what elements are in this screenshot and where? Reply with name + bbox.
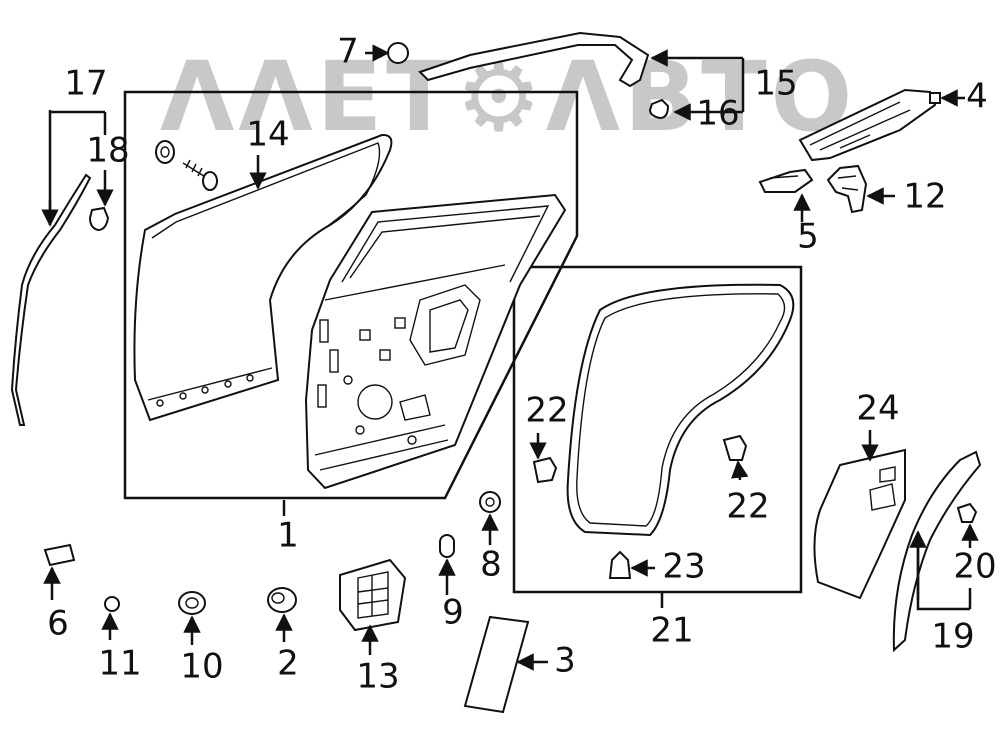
callout-9: 9 [442, 593, 464, 633]
trim-part-15 [418, 31, 650, 88]
callout-1: 1 [277, 516, 299, 556]
frame-part-19 [892, 450, 982, 653]
callout-22b: 22 [726, 487, 769, 527]
clip-part-22a [532, 456, 558, 484]
clip-part-16 [648, 98, 670, 120]
door-seal-part-14 [133, 133, 393, 422]
clip-part-20 [956, 502, 978, 523]
bracket-part-12 [826, 164, 868, 214]
callout-8: 8 [480, 545, 502, 585]
callout-21: 21 [650, 611, 693, 651]
leader-lines [41, 44, 979, 671]
callout-labels: 7 14 17 18 15 16 4 12 5 1 22 22 23 21 24… [47, 32, 996, 697]
callout-24: 24 [856, 389, 899, 429]
callout-23: 23 [662, 547, 705, 587]
door-shell-part-1 [304, 193, 567, 490]
rod-part-5 [758, 168, 814, 193]
plug-part-11 [104, 596, 120, 612]
callout-19: 19 [931, 617, 974, 657]
callout-17: 17 [64, 64, 107, 104]
callout-15: 15 [754, 64, 797, 104]
callout-5: 5 [797, 217, 819, 257]
callout-4: 4 [966, 77, 988, 117]
callout-18: 18 [86, 131, 129, 171]
nut-part-10 [178, 591, 206, 615]
plug-part-7 [387, 42, 409, 64]
weatherstrip-part-21 [566, 283, 795, 537]
callout-14: 14 [246, 115, 289, 155]
plate-part-13 [339, 558, 407, 632]
clip-part-18 [88, 206, 110, 232]
callout-12: 12 [903, 177, 946, 217]
weatherstrip-box [512, 265, 803, 594]
clip-part-8 [479, 491, 501, 513]
callout-3: 3 [554, 641, 576, 681]
callout-2: 2 [277, 644, 299, 684]
garnish-part-17 [10, 173, 92, 426]
door-assembly-box [123, 90, 579, 500]
callout-7: 7 [337, 32, 359, 72]
bolt-part [182, 159, 218, 191]
clip-part-22b [722, 434, 748, 461]
callout-10: 10 [180, 647, 223, 687]
callout-11: 11 [98, 644, 141, 684]
cap-part-6 [43, 543, 76, 567]
clip-part-23 [608, 550, 632, 579]
callout-22a: 22 [525, 391, 568, 431]
callout-20: 20 [953, 547, 996, 587]
handle-frame-part-4 [798, 88, 941, 162]
callout-13: 13 [356, 657, 399, 697]
grommet-part [155, 140, 175, 164]
pad-part-3 [463, 615, 530, 714]
bushing-part-2 [267, 587, 297, 613]
callout-6: 6 [47, 604, 69, 644]
callout-16: 16 [696, 94, 739, 134]
grommet-part-9 [439, 534, 455, 558]
trim-part-24 [813, 448, 906, 600]
